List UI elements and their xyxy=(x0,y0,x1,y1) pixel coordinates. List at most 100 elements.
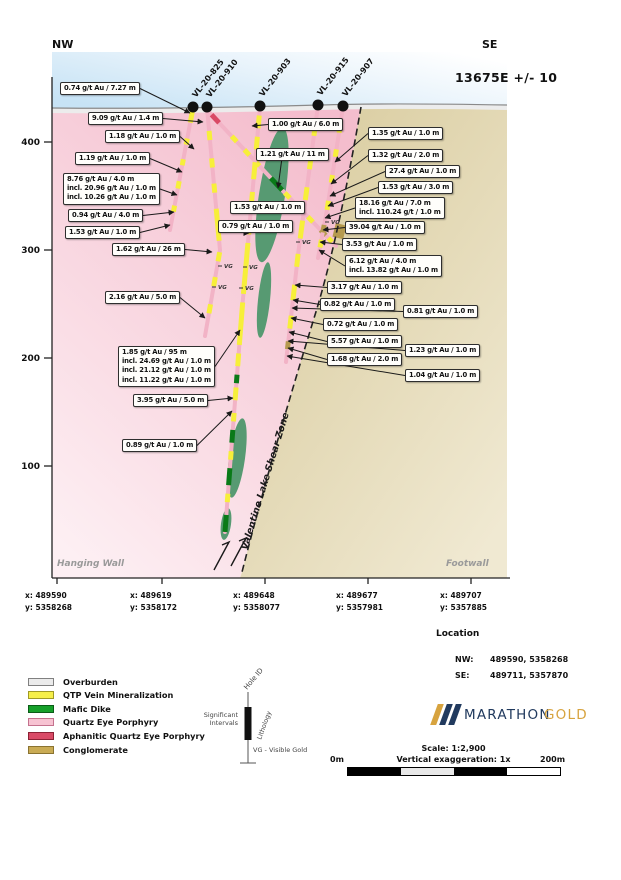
leader-line xyxy=(287,346,328,360)
legend-item: Conglomerate xyxy=(28,744,128,755)
assay-callout: 0.79 g/t Au / 1.0 m xyxy=(218,220,294,234)
leader-line xyxy=(179,297,206,319)
leader-line xyxy=(318,249,346,267)
interval-segment xyxy=(222,514,229,533)
interval-segment xyxy=(290,284,298,301)
legend-swatch xyxy=(28,718,54,727)
leader-line xyxy=(251,122,269,129)
leader-line xyxy=(288,330,328,342)
interval-segment xyxy=(228,451,234,460)
interval-segment xyxy=(224,493,231,503)
interval-segment xyxy=(179,158,186,166)
leader-line xyxy=(159,188,178,196)
assay-callout: 1.32 g/t Au / 2.0 m xyxy=(368,149,444,163)
vg-mark: VG xyxy=(224,264,233,270)
interval-segment xyxy=(324,200,331,211)
interval-segment xyxy=(211,276,218,287)
vg-mark: VG xyxy=(302,240,311,246)
collar-dot xyxy=(201,101,213,113)
interval-segment xyxy=(242,148,252,157)
assay-callout: 39.04 g/t Au / 1.0 m xyxy=(345,221,425,235)
leader-line xyxy=(142,209,175,216)
leader-line xyxy=(324,207,356,220)
assay-callout: 0.72 g/t Au / 1.0 m xyxy=(323,318,399,332)
interval-segment xyxy=(317,239,324,248)
elevation-label: 100 xyxy=(21,462,40,472)
assay-callout: 1.53 g/t Au / 3.0 m xyxy=(378,181,454,195)
leader-line xyxy=(139,223,171,233)
interval-segment xyxy=(255,115,262,129)
leader-line xyxy=(330,155,369,185)
interval-segment xyxy=(253,136,260,150)
interval-segment xyxy=(326,236,334,244)
interval-segment xyxy=(320,224,327,233)
legend-label: QTP Vein Mineralization xyxy=(63,690,174,701)
interval-segment xyxy=(232,387,239,401)
interval-segment xyxy=(206,130,213,141)
elevation-axis xyxy=(44,77,510,584)
leader-line xyxy=(327,187,379,207)
legend-swatch xyxy=(28,731,54,740)
assay-callout: 2.16 g/t Au / 5.0 m xyxy=(105,291,181,305)
vg-note: VG - Visible Gold xyxy=(253,746,307,754)
legend-item: Aphanitic Quartz Eye Porphyry xyxy=(28,730,205,741)
assay-callout: 0.74 g/t Au / 7.27 m xyxy=(60,82,140,96)
assay-callout: 0.89 g/t Au / 1.0 m xyxy=(122,439,198,453)
interval-segment xyxy=(240,242,251,295)
assay-callout: 0.81 g/t Au / 1.0 m xyxy=(403,305,479,319)
scalebar xyxy=(347,767,561,776)
significant-intervals-caption-1: Significant xyxy=(204,711,239,719)
legend-label: Aphanitic Quartz Eye Porphyry xyxy=(63,730,205,741)
elevation-label: 200 xyxy=(21,354,40,364)
assay-callout: 1.18 g/t Au / 1.0 m xyxy=(105,130,181,144)
interval-segment xyxy=(306,215,315,224)
leader-line xyxy=(207,395,234,402)
assay-callout: 1.23 g/t Au / 1.0 m xyxy=(405,344,481,358)
interval-segment xyxy=(206,303,213,314)
interval-segment xyxy=(229,134,239,144)
assay-callout: 27.4 g/t Au / 1.0 m xyxy=(385,165,461,179)
collar-dot xyxy=(337,100,349,112)
interval-segment xyxy=(215,251,223,262)
hole-id-caption: Hole ID xyxy=(242,667,265,692)
legend-swatch xyxy=(28,745,54,754)
leader-line xyxy=(322,226,346,233)
interval-segment xyxy=(230,412,237,422)
leader-line xyxy=(179,136,195,150)
leader-line xyxy=(184,248,213,255)
interval-segment xyxy=(211,183,218,193)
conglomerate-patch xyxy=(332,222,347,240)
vertical-exaggeration: Vertical exaggeration: 1x xyxy=(396,755,511,764)
leader-line xyxy=(139,88,191,114)
section-title: 13675E +/- 10 xyxy=(455,70,558,85)
legend-item: Overburden xyxy=(28,676,118,687)
interval-segment xyxy=(332,148,339,158)
interval-segment xyxy=(294,253,301,268)
leader-line xyxy=(292,297,321,305)
vg-mark: VG xyxy=(245,286,254,292)
hanging-wall-label: Hanging Wall xyxy=(57,559,125,569)
interval-segment xyxy=(229,429,236,443)
legend-label: Conglomerate xyxy=(63,744,128,755)
vg-mark: VG xyxy=(249,265,258,271)
collar-dot xyxy=(254,100,266,112)
assay-callout: 3.17 g/t Au / 1.0 m xyxy=(327,281,403,295)
elevation-label: 300 xyxy=(21,246,40,256)
location-row-value: 489590, 5358268 xyxy=(490,655,569,664)
logo-suffix: GOLD xyxy=(544,707,588,723)
legend-label: Overburden xyxy=(63,676,118,687)
significant-intervals-caption-2: Intervals xyxy=(210,719,239,727)
assay-callout: 1.68 g/t Au / 2.0 m xyxy=(327,353,403,367)
leader-line xyxy=(290,316,324,325)
interval-segment xyxy=(209,158,215,168)
interval-segment xyxy=(235,353,242,367)
legend-label: Quartz Eye Porphyry xyxy=(63,717,159,728)
interval-segment xyxy=(213,208,222,242)
interval-segment xyxy=(282,191,292,200)
